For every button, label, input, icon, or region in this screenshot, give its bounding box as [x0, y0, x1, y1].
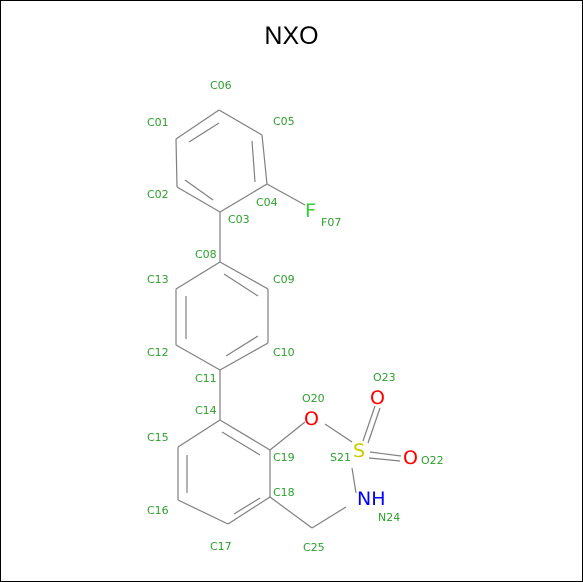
bond-line	[218, 109, 263, 136]
atom-label-c08: C08	[195, 248, 217, 261]
atom-label-c05: C05	[273, 115, 295, 128]
atom-label-o20: O20	[302, 392, 325, 405]
bond-line	[223, 273, 259, 297]
bond-line	[266, 183, 306, 206]
atom-labels: C01 C02 C03 C04 C05 C06 F07 C08 C09 C10 …	[147, 79, 444, 554]
atom-label-c06: C06	[210, 79, 232, 92]
atom-label-o22: O22	[421, 454, 444, 467]
bond-line	[269, 421, 306, 451]
bond-line	[227, 496, 271, 525]
atom-label-c10: C10	[273, 346, 295, 359]
bond-line	[219, 183, 268, 213]
atom-symbol-n24: NH	[357, 488, 386, 510]
bond-line	[177, 499, 229, 525]
atom-label-f07: F07	[321, 216, 341, 229]
bond-line	[219, 419, 271, 451]
atom-label-c19: C19	[273, 451, 295, 464]
atom-symbol-o20: O	[304, 408, 319, 430]
atom-symbol-f07: F	[305, 200, 316, 222]
bond-line	[261, 134, 268, 185]
atom-label-c02: C02	[147, 188, 169, 201]
bond-line	[177, 419, 221, 448]
bond-line	[221, 431, 261, 456]
bond-line	[175, 344, 221, 371]
bond-line	[368, 457, 401, 462]
bond-line	[324, 423, 353, 443]
element-symbols: F O S O O NH	[304, 200, 418, 510]
bonds	[175, 109, 402, 529]
atom-label-c09: C09	[273, 273, 295, 286]
atom-label-c13: C13	[147, 273, 169, 286]
atom-label-c01: C01	[147, 116, 169, 129]
bond-line	[369, 451, 402, 457]
bond-line	[175, 138, 178, 188]
bond-line	[251, 140, 256, 183]
bond-line	[269, 496, 313, 529]
atom-label-c04: C04	[256, 196, 278, 209]
atom-label-c17: C17	[210, 540, 232, 553]
bond-line	[367, 407, 381, 444]
bond-line	[311, 506, 347, 529]
atom-label-c11: C11	[195, 372, 217, 385]
bond-line	[184, 179, 214, 201]
atom-label-c12: C12	[147, 346, 169, 359]
bond-line	[219, 261, 269, 290]
atom-label-o23: O23	[373, 371, 396, 384]
diagram-title: NXO	[264, 22, 319, 50]
bond-line	[362, 405, 376, 442]
bond-line	[225, 335, 259, 357]
atom-label-c16: C16	[147, 504, 169, 517]
bond-line	[188, 122, 220, 143]
atom-label-c15: C15	[147, 431, 169, 444]
bond-line	[219, 342, 269, 371]
atom-label-s21: S21	[330, 451, 351, 464]
bond-line	[233, 497, 261, 515]
atom-label-n24: N24	[378, 511, 400, 524]
atom-label-c03: C03	[228, 213, 250, 226]
atom-symbol-s21: S	[353, 440, 365, 462]
bond-line	[175, 109, 220, 140]
bond-line	[351, 467, 357, 494]
bond-line	[176, 186, 221, 213]
atom-label-c18: C18	[273, 486, 295, 499]
atom-label-c14: C14	[195, 404, 217, 417]
atom-label-c25: C25	[303, 541, 325, 554]
atom-symbol-o22: O	[403, 447, 418, 469]
atom-symbol-o23: O	[370, 387, 385, 409]
bond-line	[175, 261, 221, 290]
